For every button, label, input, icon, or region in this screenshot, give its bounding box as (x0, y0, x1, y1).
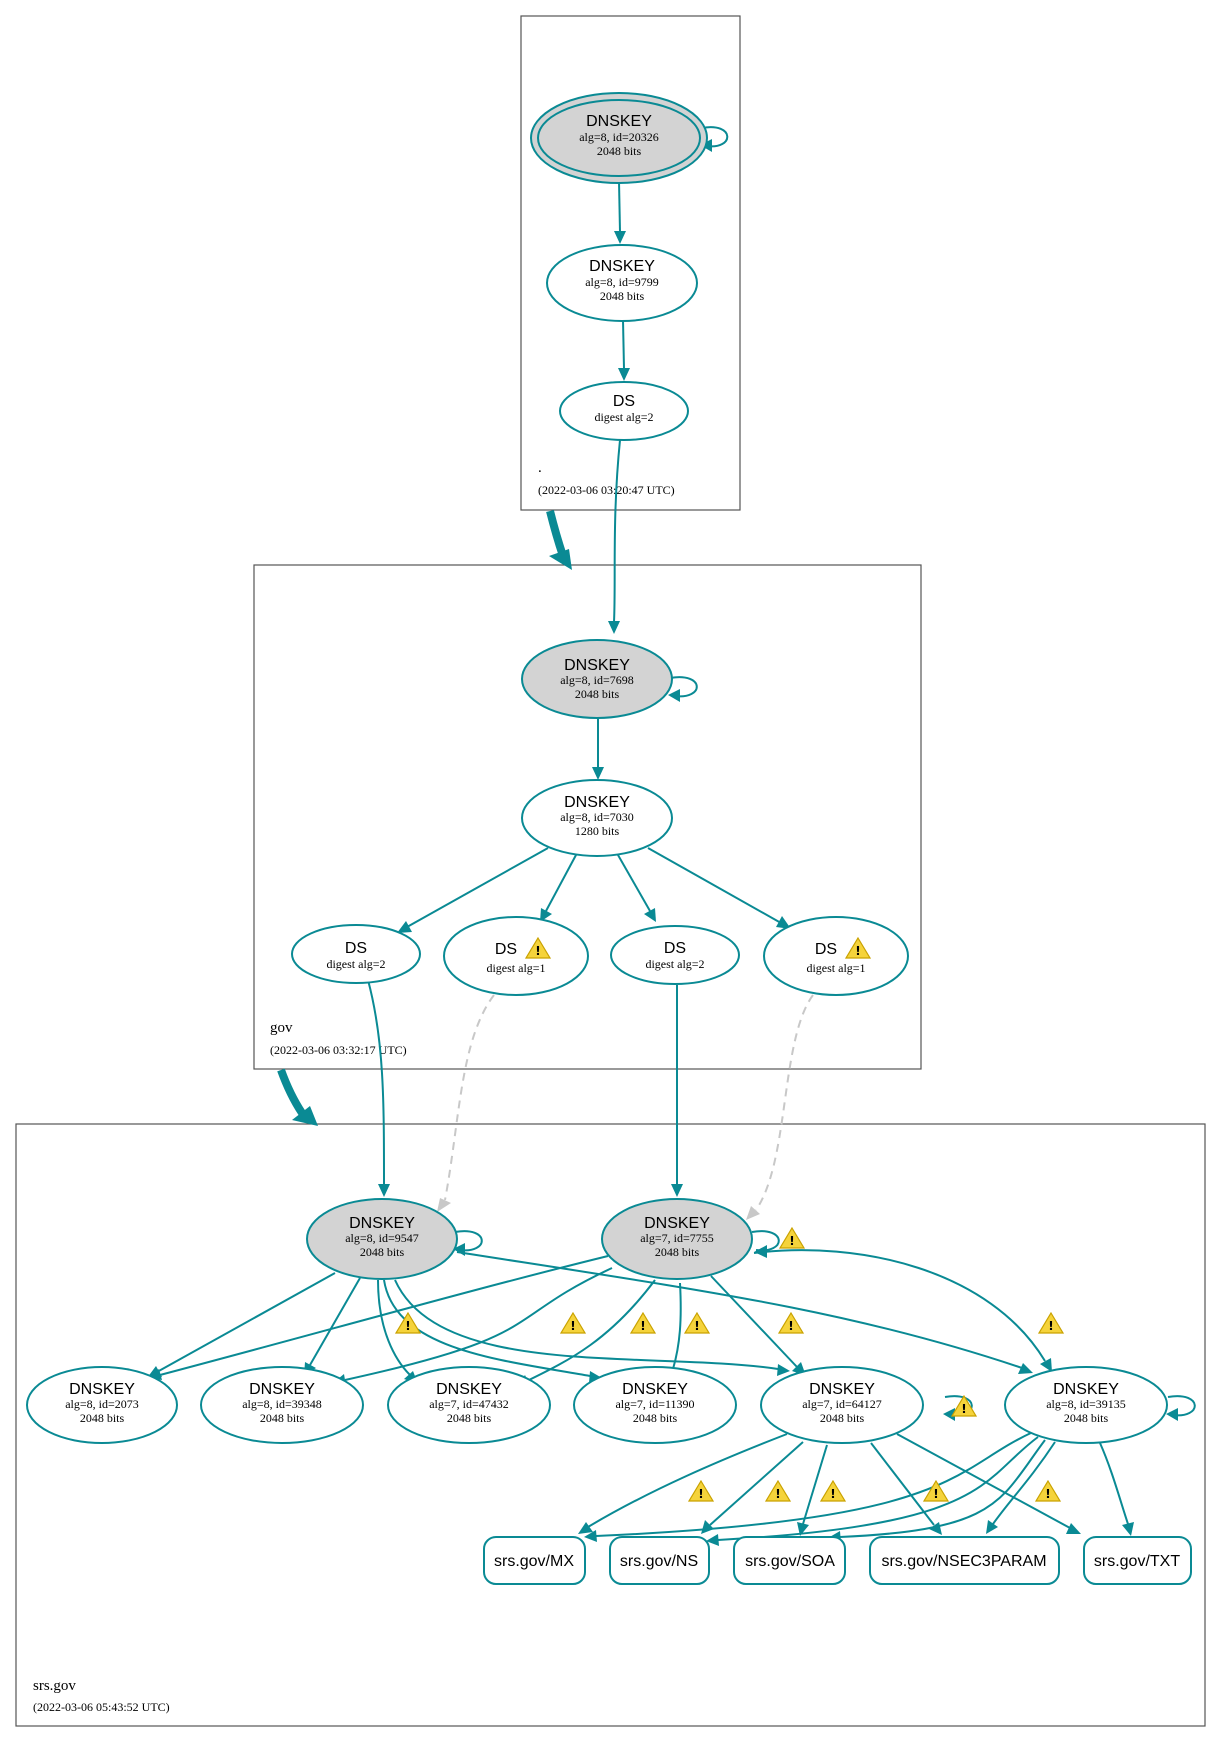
node-root-ksk[interactable]: DNSKEY alg=8, id=20326 2048 bits (530, 92, 708, 184)
warning-triangle-icon (688, 1480, 714, 1502)
node-detail: alg=8, id=39348 (242, 1397, 322, 1411)
node-type: DNSKEY (564, 657, 630, 674)
node-detail: alg=8, id=7698 (560, 673, 634, 687)
node-bits: 2048 bits (633, 1411, 678, 1425)
node-gov-ds-3[interactable]: DS digest alg=2 (610, 925, 740, 985)
node-type: DNSKEY (564, 794, 630, 811)
edges (147, 126, 1196, 1546)
warning-triangle-icon (820, 1480, 846, 1502)
node-srs-dnskey-11390[interactable]: DNSKEY alg=7, id=11390 2048 bits (573, 1366, 737, 1444)
zone-srs-timestamp: (2022-03-06 05:43:52 UTC) (33, 1700, 170, 1714)
node-type: DS (815, 941, 837, 958)
node-gov-ds-2[interactable]: DS digest alg=1 (443, 916, 589, 996)
node-detail: digest alg=2 (594, 410, 653, 424)
node-bits: 2048 bits (260, 1411, 305, 1425)
node-srs-dnskey-39135[interactable]: DNSKEY alg=8, id=39135 2048 bits (1004, 1366, 1168, 1444)
node-gov-ds-1[interactable]: DS digest alg=2 (291, 924, 421, 984)
warning-triangle-icon (560, 1312, 586, 1334)
node-type: DNSKEY (436, 1381, 502, 1398)
node-gov-ds-4[interactable]: DS digest alg=1 (763, 916, 909, 996)
node-detail: alg=8, id=7030 (560, 810, 634, 824)
node-detail: alg=7, id=11390 (615, 1397, 694, 1411)
node-bits: 2048 bits (655, 1245, 700, 1259)
node-root-zsk[interactable]: DNSKEY alg=8, id=9799 2048 bits (546, 244, 698, 322)
rrset-txt[interactable]: srs.gov/TXT (1083, 1536, 1192, 1585)
zone-root: . (2022-03-06 03:20:47 UTC) (520, 15, 741, 511)
rrset-soa[interactable]: srs.gov/SOA (733, 1536, 846, 1585)
node-srs-dnskey-47432[interactable]: DNSKEY alg=7, id=47432 2048 bits (387, 1366, 551, 1444)
node-gov-ksk[interactable]: DNSKEY alg=8, id=7698 2048 bits (521, 639, 673, 719)
rrset-label: srs.gov/NSEC3PARAM (881, 1553, 1046, 1570)
node-type: DNSKEY (69, 1381, 135, 1398)
node-bits: 2048 bits (80, 1411, 125, 1425)
rrset-label: srs.gov/SOA (745, 1553, 835, 1570)
node-detail: alg=7, id=7755 (640, 1231, 714, 1245)
node-bits: 2048 bits (360, 1245, 405, 1259)
node-srs-dnskey-7755[interactable]: DNSKEY alg=7, id=7755 2048 bits (601, 1198, 753, 1280)
node-bits: 1280 bits (575, 824, 620, 838)
node-root-ds[interactable]: DS digest alg=2 (559, 381, 689, 441)
node-detail: digest alg=1 (806, 961, 865, 975)
node-type: DS (495, 941, 517, 958)
node-bits: 2048 bits (600, 289, 645, 303)
zone-srs-gov: srs.gov (2022-03-06 05:43:52 UTC) (15, 1123, 1206, 1727)
node-type: DNSKEY (809, 1381, 875, 1398)
node-gov-zsk[interactable]: DNSKEY alg=8, id=7030 1280 bits (521, 779, 673, 857)
node-srs-dnskey-64127[interactable]: DNSKEY alg=7, id=64127 2048 bits (760, 1366, 924, 1444)
node-type: DNSKEY (349, 1215, 415, 1232)
warning-triangle-icon (1038, 1312, 1064, 1334)
node-type: DS (664, 940, 686, 957)
rrset-ns[interactable]: srs.gov/NS (609, 1536, 710, 1585)
warning-triangle-icon (779, 1227, 805, 1249)
warning-triangle-icon (1035, 1480, 1061, 1502)
node-type: DS (345, 940, 367, 957)
warning-triangle-icon (395, 1312, 421, 1334)
rrset-label: srs.gov/MX (494, 1553, 574, 1570)
zone-root-name: . (538, 460, 542, 476)
node-srs-dnskey-9547[interactable]: DNSKEY alg=8, id=9547 2048 bits (306, 1198, 458, 1280)
node-detail: alg=8, id=20326 (579, 130, 659, 144)
zone-srs-name: srs.gov (33, 1678, 76, 1694)
node-detail: alg=8, id=39135 (1046, 1397, 1126, 1411)
node-detail: alg=7, id=64127 (802, 1397, 882, 1411)
delegation-root-to-gov (546, 510, 572, 570)
node-type: DNSKEY (586, 113, 652, 130)
delegation-gov-to-srs (277, 1068, 318, 1126)
rrset-mx[interactable]: srs.gov/MX (483, 1536, 586, 1585)
node-srs-dnskey-39348[interactable]: DNSKEY alg=8, id=39348 2048 bits (200, 1366, 364, 1444)
node-detail: alg=8, id=2073 (65, 1397, 139, 1411)
node-bits: 2048 bits (597, 144, 642, 158)
node-srs-dnskey-2073[interactable]: DNSKEY alg=8, id=2073 2048 bits (26, 1366, 178, 1444)
node-type: DNSKEY (1053, 1381, 1119, 1398)
node-type: DNSKEY (622, 1381, 688, 1398)
zone-root-timestamp: (2022-03-06 03:20:47 UTC) (538, 483, 675, 497)
node-detail: digest alg=1 (486, 961, 545, 975)
node-type: DNSKEY (249, 1381, 315, 1398)
node-bits: 2048 bits (1064, 1411, 1109, 1425)
rrset-label: srs.gov/NS (620, 1553, 698, 1570)
warning-triangle-icon (923, 1480, 949, 1502)
node-detail: alg=8, id=9547 (345, 1231, 419, 1245)
node-detail: alg=8, id=9799 (585, 275, 659, 289)
node-bits: 2048 bits (447, 1411, 492, 1425)
warning-triangle-icon (630, 1312, 656, 1334)
zone-gov-timestamp: (2022-03-06 03:32:17 UTC) (270, 1043, 407, 1057)
rrset-nsec3param[interactable]: srs.gov/NSEC3PARAM (869, 1536, 1060, 1585)
node-bits: 2048 bits (575, 687, 620, 701)
node-detail: digest alg=2 (645, 957, 704, 971)
zone-gov: gov (2022-03-06 03:32:17 UTC) (253, 564, 922, 1070)
node-detail: digest alg=2 (326, 957, 385, 971)
zone-gov-name: gov (270, 1020, 293, 1036)
warning-triangle-icon (765, 1480, 791, 1502)
node-type: DNSKEY (644, 1215, 710, 1232)
warning-triangle-icon (684, 1312, 710, 1334)
node-detail: alg=7, id=47432 (429, 1397, 509, 1411)
warning-triangle-icon (778, 1312, 804, 1334)
node-type: DS (613, 393, 635, 410)
node-bits: 2048 bits (820, 1411, 865, 1425)
node-type: DNSKEY (589, 258, 655, 275)
rrset-label: srs.gov/TXT (1094, 1553, 1180, 1570)
